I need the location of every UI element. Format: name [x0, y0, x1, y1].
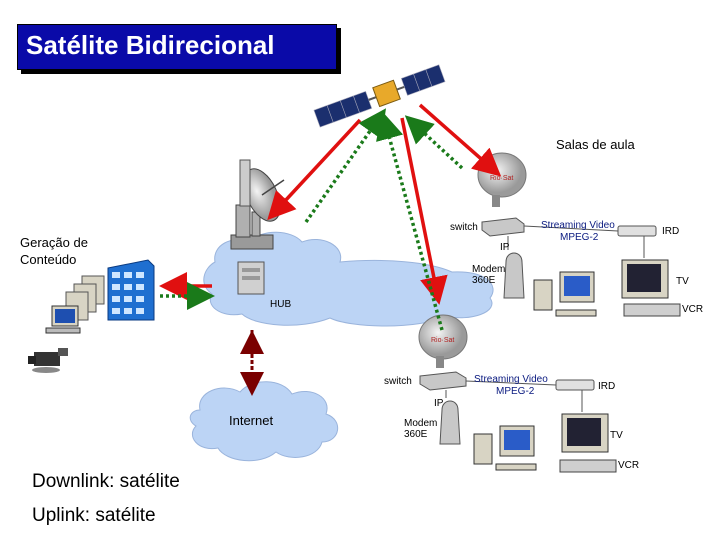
- switch-top-label: switch: [450, 222, 478, 233]
- camera-icon: [28, 348, 68, 373]
- pc-top-icon: [533, 271, 597, 317]
- ird-bottom-label: IRD: [598, 381, 616, 392]
- ird-bottom-icon: [555, 379, 595, 391]
- modem-top-icon: [503, 252, 525, 299]
- connection-lines: [445, 225, 645, 412]
- hub-server-icon: [237, 261, 265, 295]
- geracao-label: Geração de Conteúdo: [20, 235, 88, 267]
- ip-top-label: IP: [500, 242, 510, 253]
- internet-label: Internet: [229, 413, 274, 428]
- vcr-bottom-icon: [559, 459, 617, 473]
- switch-bottom-icon: [419, 371, 467, 391]
- tv-top-icon: [621, 259, 669, 299]
- mpeg-bottom-label: MPEG-2: [496, 386, 535, 397]
- switch-bottom-label: switch: [384, 376, 412, 387]
- streaming-bottom-label: Streaming Video: [474, 374, 548, 385]
- streaming-top-label: Streaming Video: [541, 220, 615, 231]
- modem-bottom-icon: [439, 400, 461, 445]
- salas-label: Salas de aula: [556, 137, 635, 152]
- vcr-top-icon: [623, 303, 681, 317]
- vcr-top-label: VCR: [682, 304, 704, 315]
- tv-bottom-label: TV: [610, 430, 623, 441]
- svg-text:Rio·Sat: Rio·Sat: [490, 175, 513, 182]
- vcr-bottom-label: VCR: [618, 460, 640, 471]
- page-title: Satélite Bidirecional: [26, 30, 275, 60]
- building-icon: [107, 259, 155, 321]
- tv-top-label: TV: [676, 276, 689, 287]
- svg-text:Rio·Sat: Rio·Sat: [431, 337, 454, 344]
- switch-top-icon: [481, 217, 525, 237]
- satellite-icon: [313, 64, 446, 128]
- classroom-dish-bottom-icon: Rio·Sat: [418, 314, 468, 368]
- mpeg-top-label: MPEG-2: [560, 232, 599, 243]
- ird-top-label: IRD: [662, 226, 680, 237]
- workstation-icon: [45, 305, 81, 334]
- pc-bottom-icon: [473, 425, 537, 471]
- modem-bottom-label: Modem 360E: [404, 418, 438, 440]
- uplink-arrows: [160, 108, 464, 331]
- hub-label: HUB: [270, 299, 292, 310]
- downlink-caption: Downlink: satélite: [32, 471, 180, 492]
- uplink-caption: Uplink: satélite: [32, 505, 156, 526]
- modem-top-label: Modem 360E: [472, 264, 506, 286]
- ip-bottom-label: IP: [434, 398, 444, 409]
- ird-top-icon: [617, 225, 657, 237]
- title-banner: [17, 24, 337, 70]
- tv-bottom-icon: [561, 413, 609, 453]
